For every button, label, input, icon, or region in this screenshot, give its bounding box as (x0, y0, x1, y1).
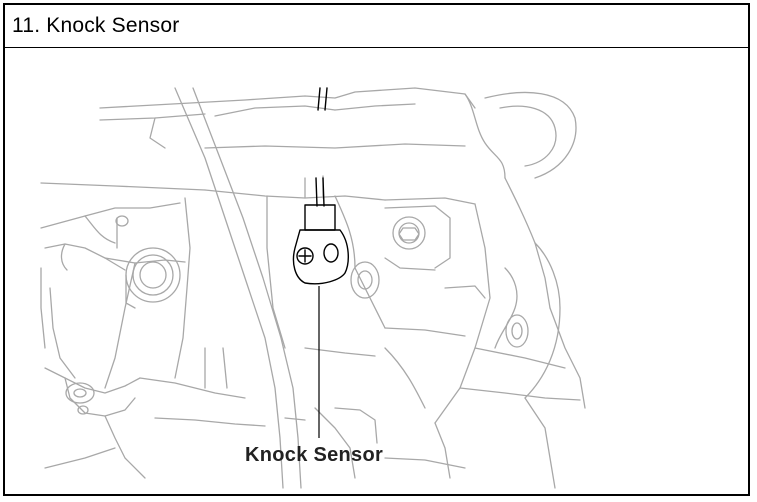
engine-block-outline (40, 87, 586, 489)
sensor-wire-lower-b (322, 177, 325, 207)
sensor-body (292, 229, 349, 285)
sensor-face (323, 243, 339, 263)
sensor-connector (304, 204, 336, 231)
section-header: 11. Knock Sensor (5, 5, 748, 48)
document-frame: 11. Knock Sensor (3, 3, 750, 496)
section-title: 11. Knock Sensor (12, 14, 180, 37)
sensor-wire-lower-a (315, 177, 318, 207)
engine-illustration: Knock Sensor (5, 48, 748, 494)
engine-line-drawing (40, 87, 586, 489)
sensor-wire-upper-a (317, 87, 321, 111)
sensor-mount-bolt (296, 247, 314, 265)
sensor-wire-upper-b (324, 87, 328, 111)
knock-sensor-drawing (292, 87, 349, 285)
knock-sensor-callout-label: Knock Sensor (245, 444, 384, 466)
